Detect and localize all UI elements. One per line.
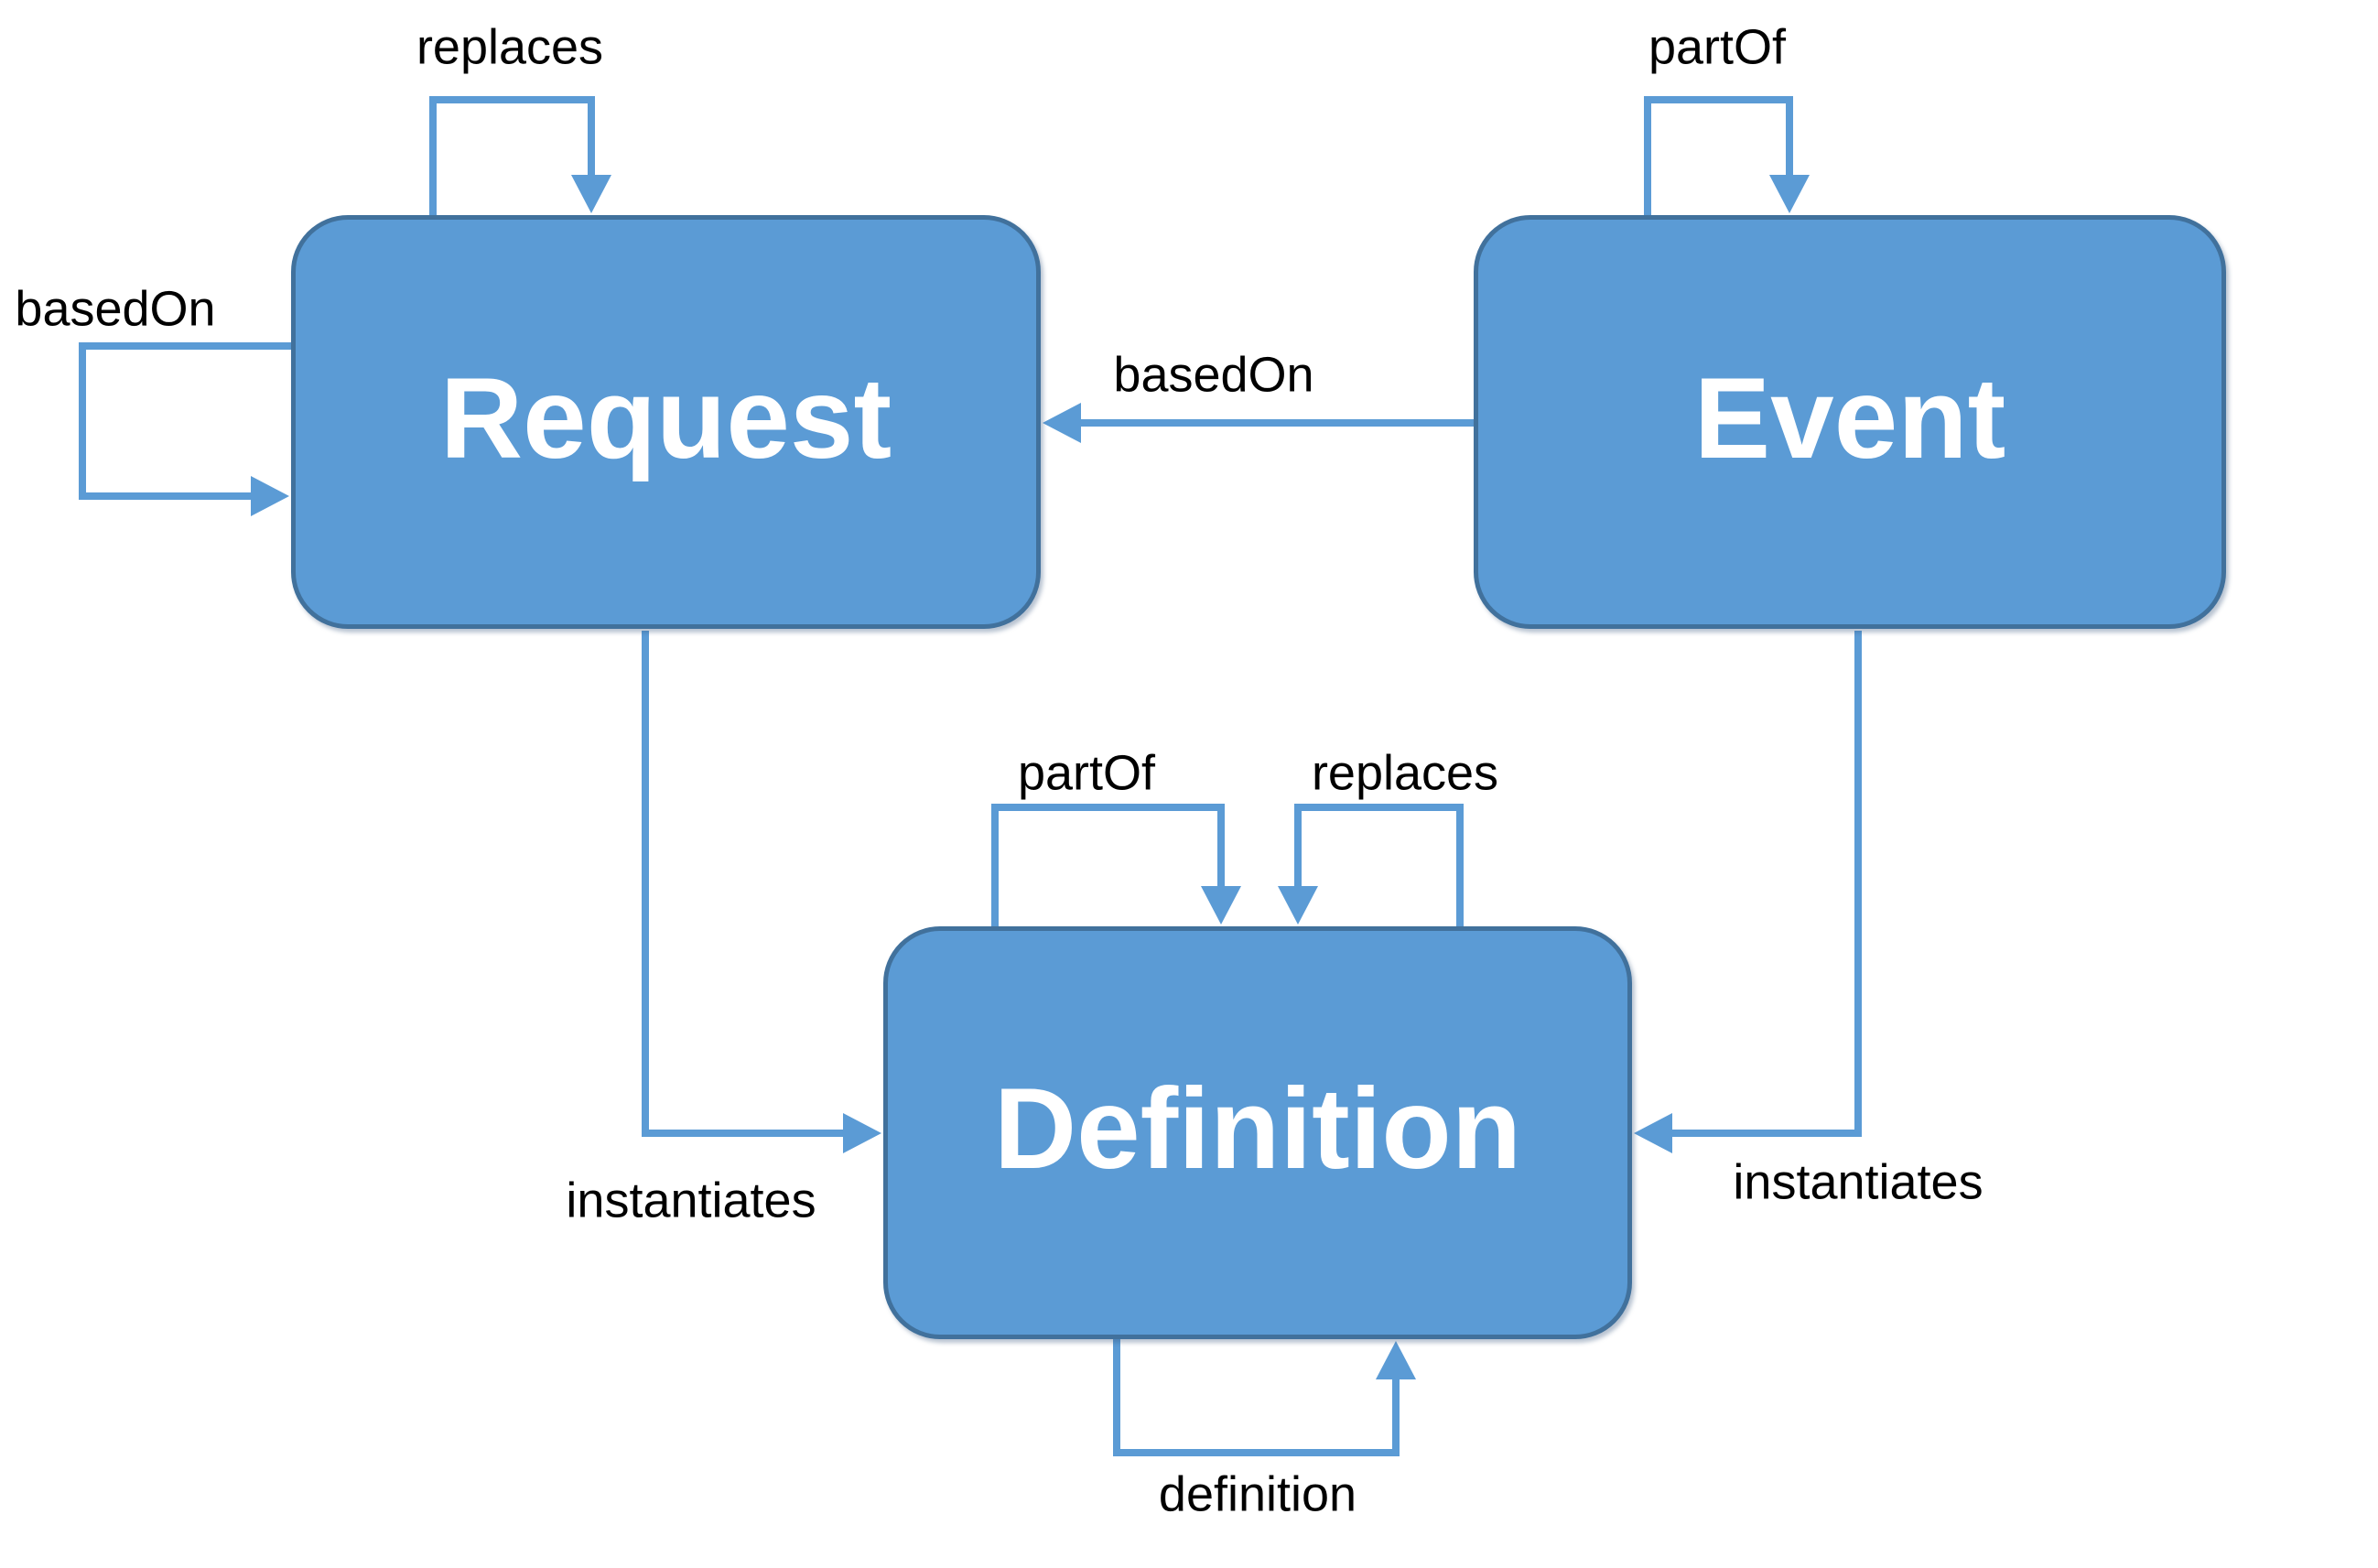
edge-request-basedon-loop-line: [79, 342, 291, 500]
edge-label-event-to-definition-instantiates: instantiates: [1733, 1154, 1983, 1210]
edge-label-request-replaces-loop: replaces: [416, 19, 604, 75]
node-event: Event: [1474, 215, 2226, 629]
edge-definition-replaces-loop-arrowhead: [1278, 886, 1318, 925]
edge-label-definition-replaces-loop: replaces: [1311, 745, 1499, 801]
node-request: Request: [291, 215, 1041, 629]
edge-request-to-definition-instantiates-arrowhead: [843, 1113, 881, 1153]
node-request-label: Request: [439, 354, 892, 482]
edge-label-definition-definition-loop: definition: [1158, 1466, 1357, 1522]
edge-definition-partof-loop-arrowhead: [1201, 886, 1241, 925]
edge-label-request-basedon-loop: basedOn: [15, 281, 216, 337]
edge-definition-definition-loop-line: [1113, 1337, 1400, 1456]
edge-event-partof-loop-line: [1644, 96, 1793, 217]
node-definition: Definition: [883, 926, 1632, 1339]
edge-definition-partof-loop-line: [991, 804, 1225, 928]
node-definition-label: Definition: [993, 1065, 1522, 1193]
edge-request-replaces-loop-line: [429, 96, 595, 217]
edge-definition-replaces-loop-line: [1294, 804, 1464, 928]
edge-definition-definition-loop-arrowhead: [1376, 1341, 1416, 1379]
edge-event-to-request-basedon-arrowhead: [1043, 403, 1081, 443]
edge-label-event-to-request-basedon: basedOn: [1113, 347, 1314, 403]
edge-event-partof-loop-arrowhead: [1769, 175, 1810, 213]
edge-label-event-partof-loop: partOf: [1648, 19, 1787, 75]
edge-label-definition-partof-loop: partOf: [1017, 745, 1156, 801]
edge-request-basedon-loop-arrowhead: [251, 476, 289, 516]
edge-request-replaces-loop-arrowhead: [571, 175, 611, 213]
edge-label-request-to-definition-instantiates: instantiates: [566, 1173, 816, 1228]
edge-event-to-definition-instantiates-line: [1672, 631, 1862, 1137]
node-event-label: Event: [1693, 354, 2006, 482]
edge-request-to-definition-instantiates-line: [642, 631, 843, 1137]
edge-event-to-definition-instantiates-arrowhead: [1634, 1113, 1672, 1153]
